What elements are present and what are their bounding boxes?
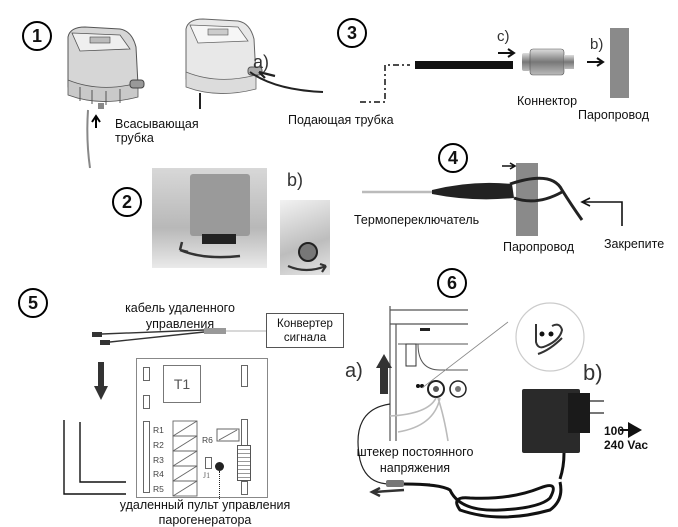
step-number: 5 bbox=[27, 292, 38, 313]
step-6-sub-a: a) bbox=[345, 360, 363, 382]
step-3-sub-c: c) bbox=[497, 28, 510, 45]
polarity-detail-callout bbox=[421, 302, 585, 389]
terminal bbox=[143, 367, 150, 381]
relay-r6 bbox=[216, 428, 240, 442]
power-cable-illustration bbox=[357, 403, 563, 519]
relay-label: R4 bbox=[153, 469, 164, 480]
thermoswitch-label: Термопереключатель bbox=[354, 213, 480, 227]
relay-label: R3 bbox=[153, 454, 164, 465]
rj-connector bbox=[237, 445, 251, 481]
tank-cap bbox=[202, 234, 236, 244]
step-2-sub-b: b) bbox=[287, 170, 304, 190]
step-number: 2 bbox=[121, 191, 132, 212]
suction-tube-label: Всасывающая трубка bbox=[115, 117, 199, 145]
step-3-badge: 3 bbox=[337, 18, 367, 48]
thermoswitch-illustration bbox=[362, 162, 584, 221]
step-number: 4 bbox=[447, 147, 458, 168]
step-number: 3 bbox=[346, 22, 357, 43]
supply-tube-label: Подающая трубка bbox=[288, 113, 394, 127]
connector-label: Коннектор bbox=[517, 94, 578, 108]
supply-tube-dashed bbox=[360, 61, 513, 103]
remote-panel-label-1: удаленный пульт управления bbox=[119, 498, 291, 512]
up-arrow-icon bbox=[376, 354, 392, 394]
right-arrow-icon bbox=[620, 422, 642, 438]
step-1-sub-a: a) bbox=[253, 52, 270, 72]
down-arrow-icon bbox=[94, 362, 108, 400]
step-5-badge: 5 bbox=[18, 288, 48, 318]
up-arrow-icon bbox=[91, 114, 101, 128]
relay-label: R5 bbox=[153, 484, 164, 495]
remote-cable-illustration bbox=[92, 328, 267, 345]
signal-converter-box: Конвертер сигнала bbox=[266, 313, 344, 348]
voltage-min: 100 bbox=[604, 424, 625, 438]
remote-panel-label-2: парогенератора bbox=[158, 513, 252, 527]
right-arrow-icon bbox=[587, 57, 605, 67]
t1-label: T1 bbox=[173, 376, 191, 392]
right-arrow-icon bbox=[502, 162, 517, 170]
jumper-j1 bbox=[205, 457, 212, 469]
step-number: 6 bbox=[446, 272, 457, 293]
control-board: T1 R1 R2 R3 R4 R5 R6 J1 bbox=[136, 358, 268, 499]
tank-install-photo bbox=[152, 168, 267, 268]
left-arrow-icon bbox=[369, 486, 405, 498]
connection-dot bbox=[215, 462, 224, 471]
relay-labels: R1 R2 R3 R4 R5 bbox=[153, 423, 164, 497]
r6-label: R6 bbox=[202, 435, 213, 445]
terminal bbox=[143, 395, 150, 409]
dc-plug-label-1: штекер постоянного bbox=[356, 445, 474, 459]
remote-cable-label-2: управления bbox=[145, 317, 215, 331]
humidifier-device-illustration bbox=[185, 18, 263, 109]
step-4-badge: 4 bbox=[438, 143, 468, 173]
remote-cable-label-1: кабель удаленного bbox=[125, 301, 235, 315]
secure-label: Закрепите bbox=[604, 237, 665, 251]
step-6-badge: 6 bbox=[437, 268, 467, 298]
step-number: 1 bbox=[31, 25, 42, 46]
step-3-sub-b: b) bbox=[590, 36, 604, 53]
steam-pipe-label: Паропровод bbox=[578, 108, 649, 122]
converter-label-2: сигнала bbox=[283, 332, 327, 344]
power-adapter-illustration bbox=[522, 389, 604, 480]
step-1-badge: 1 bbox=[22, 21, 52, 51]
remote-panel-wires bbox=[63, 420, 126, 495]
left-arrow-icon bbox=[258, 70, 276, 79]
j1-label: J1 bbox=[203, 471, 211, 480]
voltage-max: 240 Vac bbox=[604, 438, 649, 452]
terminal bbox=[241, 481, 248, 495]
steam-pipe-illustration bbox=[610, 28, 629, 98]
suction-tube-line bbox=[86, 109, 101, 169]
rotate-arrow-icon bbox=[287, 262, 327, 273]
right-arrow-icon bbox=[498, 48, 516, 58]
voltage-label: 100 240 Vac bbox=[604, 424, 648, 452]
relay-bank bbox=[172, 420, 198, 497]
secure-arrow-icon bbox=[580, 197, 623, 226]
rotate-arrow-icon bbox=[178, 241, 241, 259]
transformer-t1: T1 bbox=[163, 365, 201, 403]
dotted-leader bbox=[219, 471, 220, 499]
terminal bbox=[241, 365, 248, 387]
humidifier-device-illustration bbox=[67, 26, 145, 109]
supply-tube-curve bbox=[249, 70, 324, 93]
converter-label-1: Конвертер bbox=[277, 318, 333, 330]
tank-shape bbox=[190, 174, 250, 236]
device-rear-illustration bbox=[389, 306, 468, 442]
step-2-badge: 2 bbox=[112, 187, 142, 217]
tank-cap bbox=[298, 242, 318, 262]
terminal-strip bbox=[143, 421, 150, 493]
tank-tighten-photo bbox=[280, 200, 330, 275]
relay-label: R1 bbox=[153, 425, 164, 435]
step-6-sub-b: b) bbox=[583, 360, 603, 385]
steam-pipe-label: Паропровод bbox=[503, 240, 574, 254]
relay-label: R2 bbox=[153, 439, 164, 450]
terminal bbox=[241, 419, 248, 447]
connector-illustration bbox=[522, 48, 574, 76]
dc-plug-label-2: напряжения bbox=[379, 461, 451, 475]
